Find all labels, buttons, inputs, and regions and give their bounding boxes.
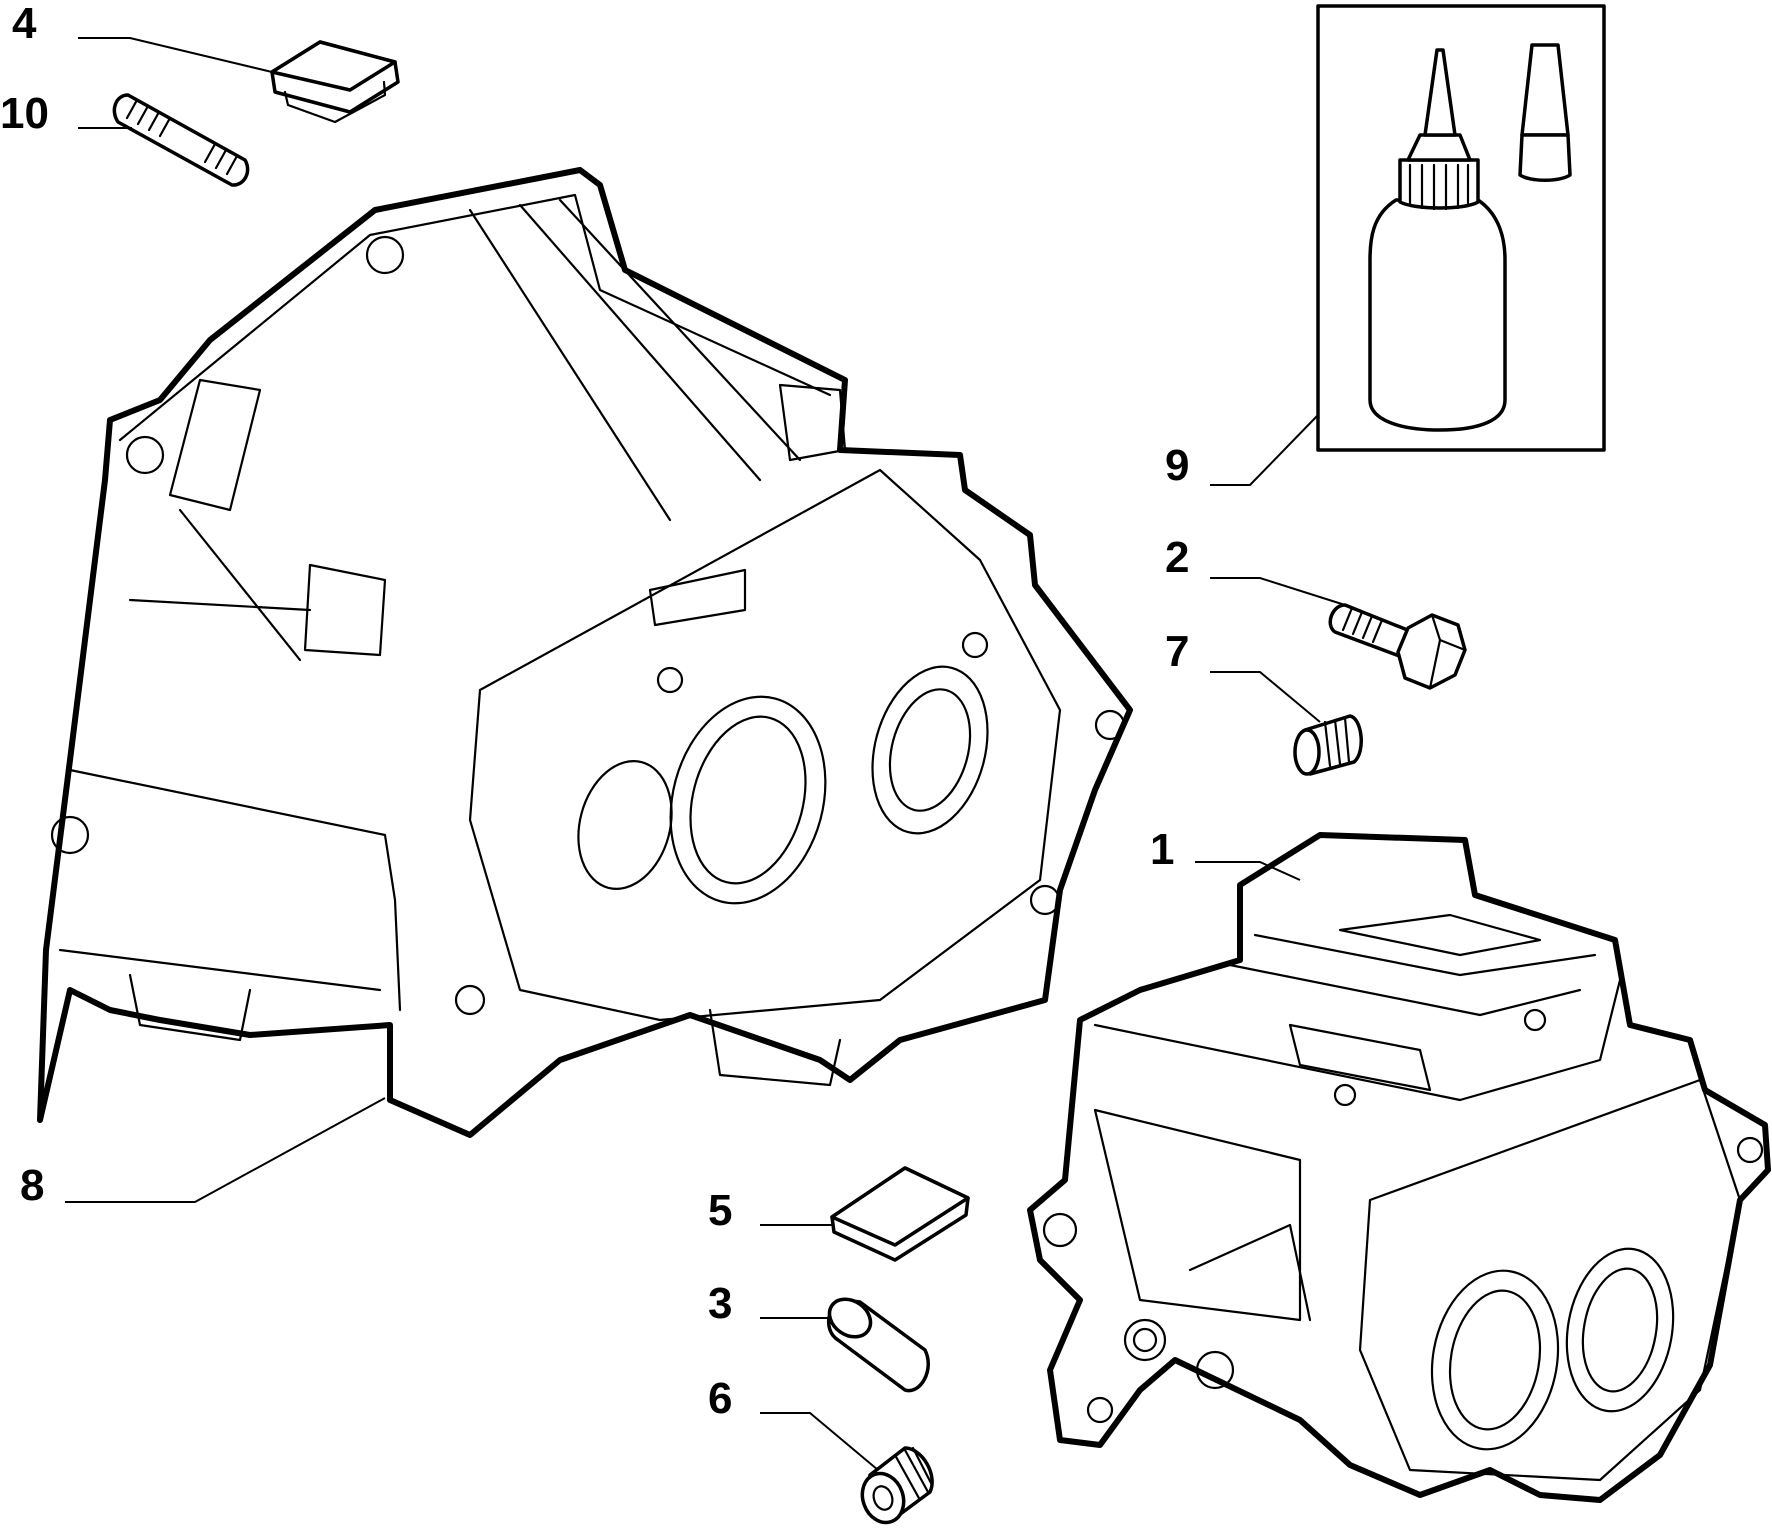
leader-lines [65,37,1346,1471]
part-2-hex-bolt[interactable] [1328,603,1467,690]
leader-2 [1210,577,1346,606]
callout-10: 10 [0,89,49,138]
callout-5: 5 [708,1186,732,1235]
leader-4 [78,37,273,73]
part-10-stud[interactable] [112,93,250,187]
callout-7: 7 [1165,627,1189,676]
part-6-threaded-insert[interactable] [856,1446,934,1528]
leader-7 [1210,671,1321,723]
leader-6 [760,1412,879,1471]
callout-3: 3 [708,1279,732,1328]
callout-4: 4 [12,0,37,48]
callout-6: 6 [708,1374,732,1423]
part-5-pad[interactable] [830,1166,970,1262]
callout-2: 2 [1165,533,1189,582]
callout-8: 8 [20,1161,44,1210]
part-4-rubber-cap[interactable] [270,40,400,124]
part-9-sealant-tube-kit[interactable] [1316,4,1606,452]
part-8-clutch-housing[interactable] [37,167,1133,1138]
leader-9 [1210,414,1319,486]
part-7-threaded-plug[interactable] [1293,714,1363,776]
leader-1 [1195,861,1301,881]
callout-9: 9 [1165,441,1189,490]
callout-labels: 4 10 9 2 7 1 8 5 3 6 [0,0,1189,1423]
callout-1: 1 [1150,825,1174,874]
leader-8 [65,1097,386,1203]
part-3-dowel[interactable] [822,1291,930,1393]
part-1-gearbox-casing[interactable] [1027,832,1771,1503]
